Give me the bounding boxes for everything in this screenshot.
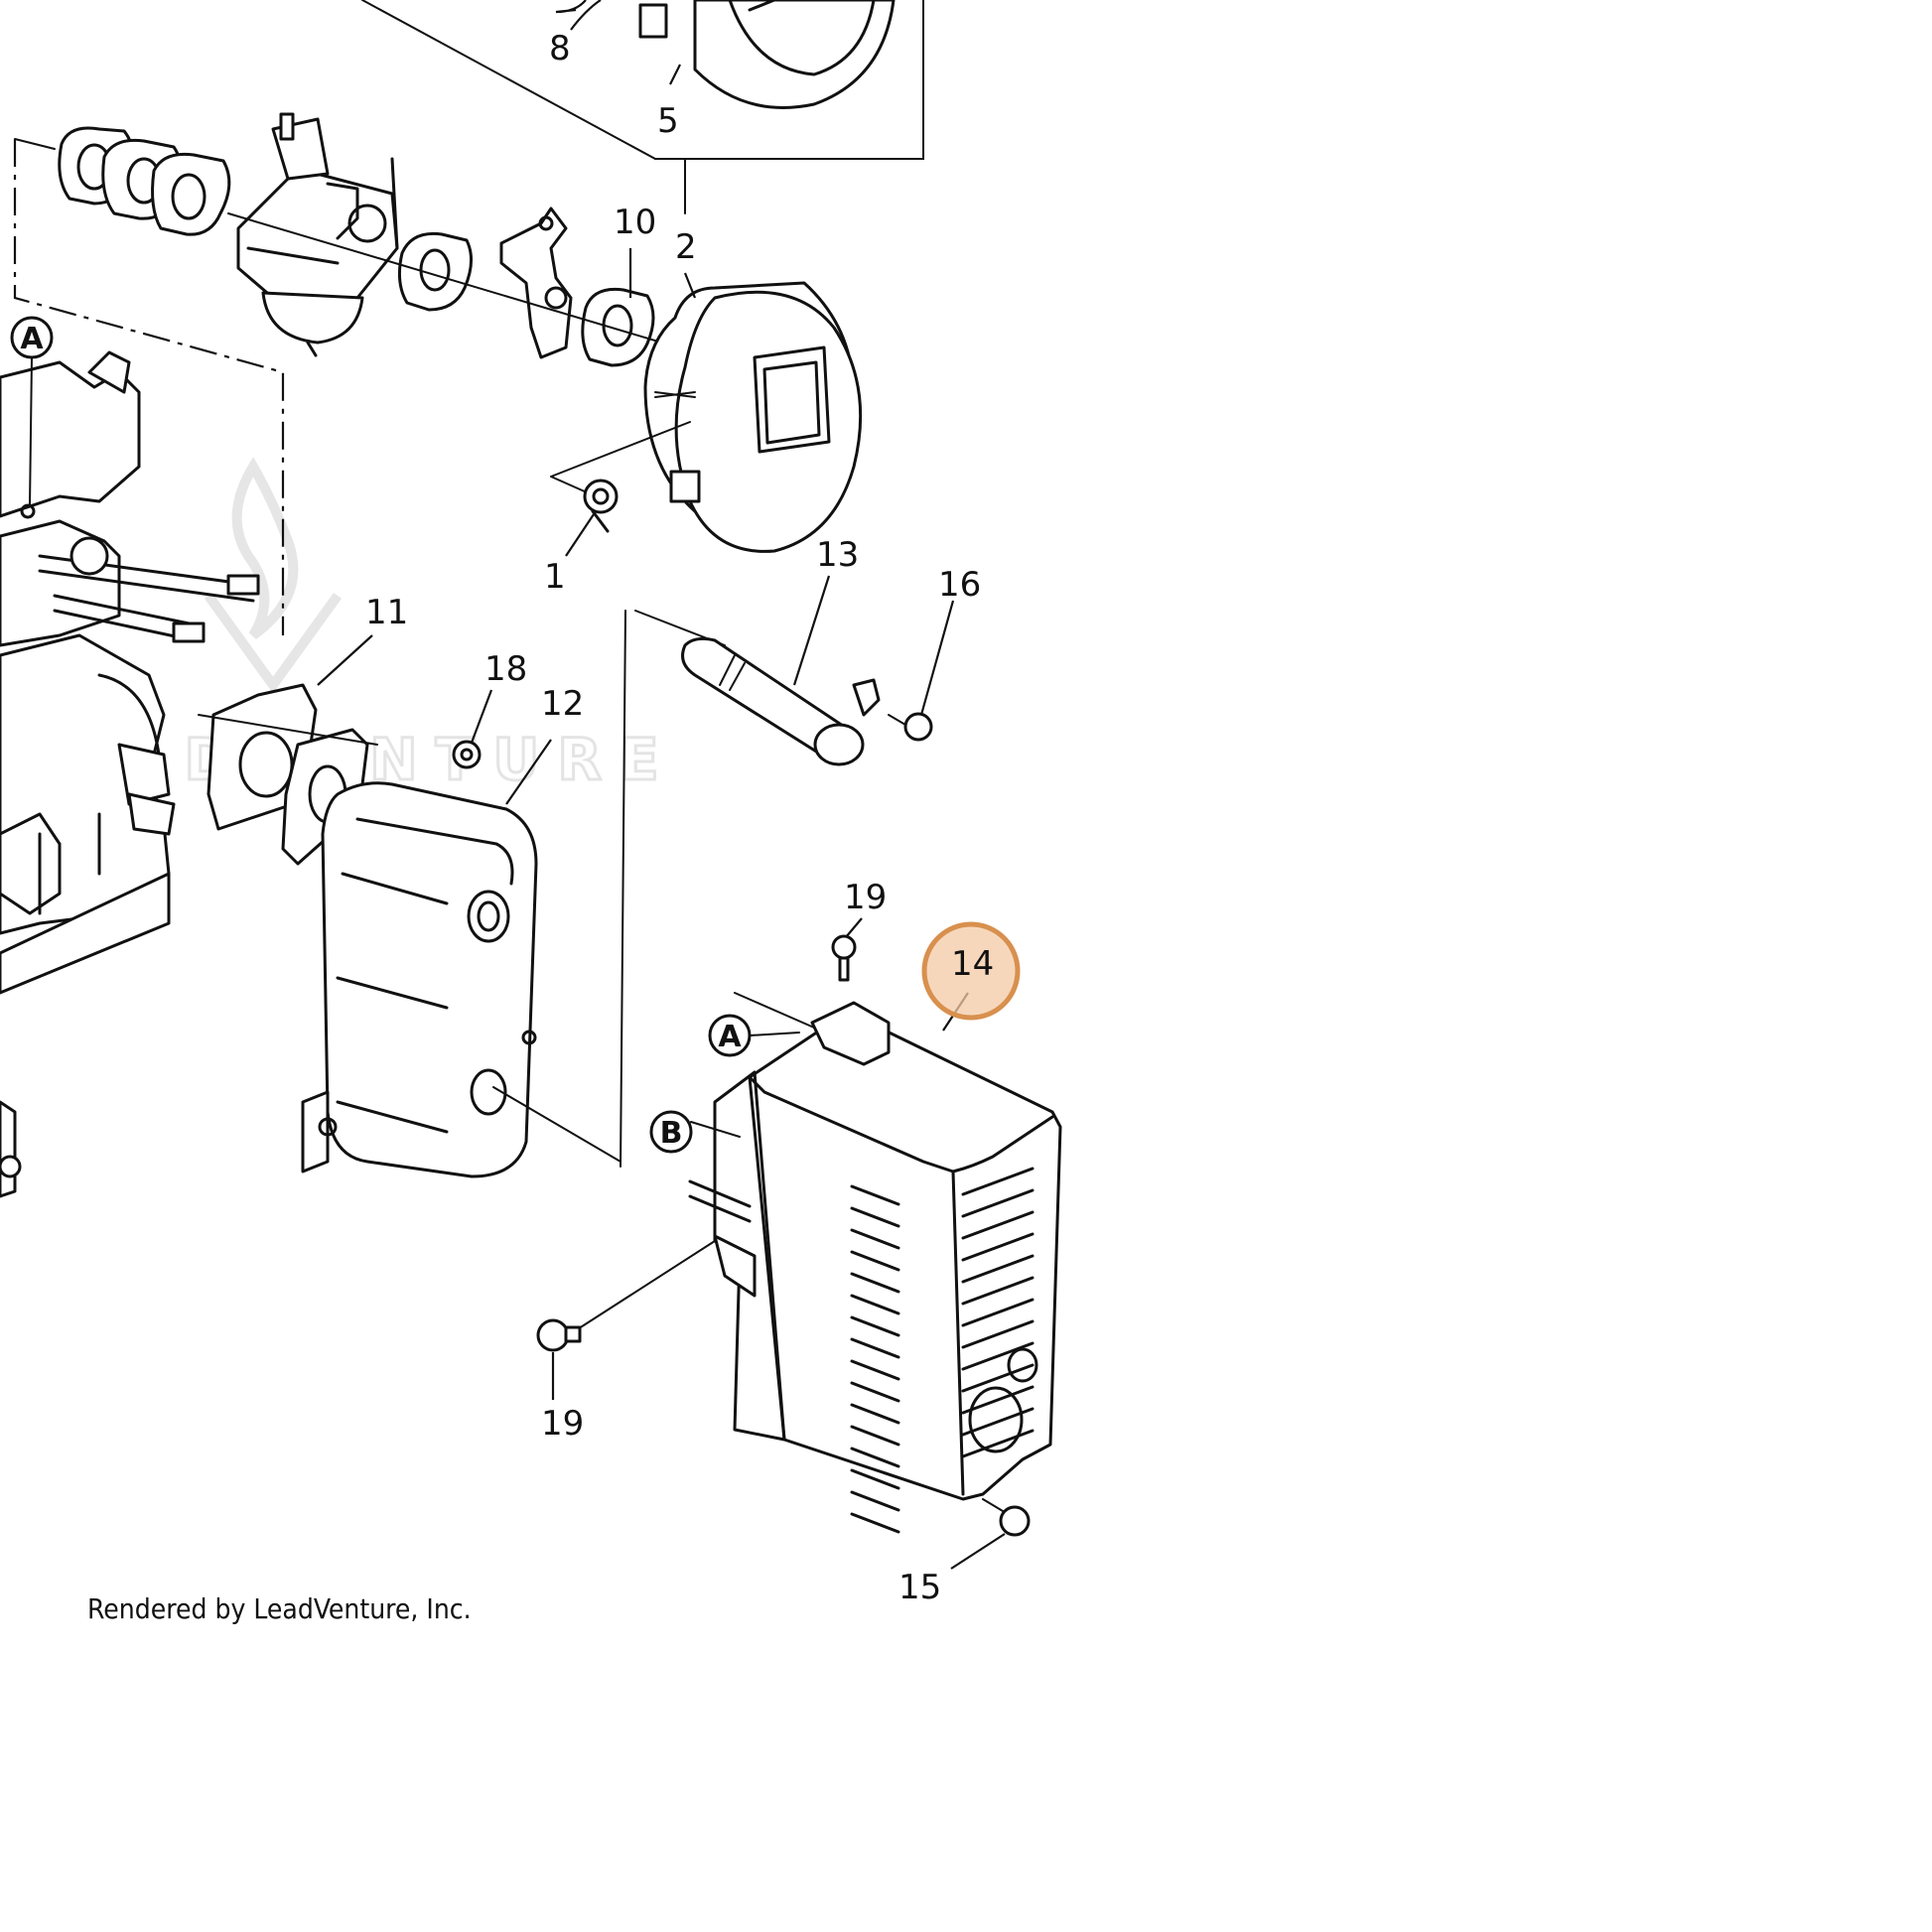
reference-letter-b-muffler: B: [660, 1116, 683, 1151]
label-part-12: 12: [541, 684, 584, 724]
vent-slot-front: [850, 1184, 900, 1206]
label-part-8: 8: [549, 29, 571, 69]
vent-slot-front: [850, 1228, 900, 1250]
bolt-part-15: [982, 1498, 1031, 1537]
vent-slot-side: [961, 1276, 1035, 1306]
muffler-protector-part-14: [688, 1001, 1062, 1501]
bracket-lines-top: [361, 0, 924, 214]
highlight-part-14[interactable]: [921, 921, 1021, 1021]
reference-marker-a-left: A: [10, 316, 54, 507]
vent-slot-front: [850, 1294, 900, 1315]
vent-slot-front: [850, 1250, 900, 1272]
vent-slot-front: [850, 1447, 900, 1468]
vent-slot-side: [961, 1429, 1035, 1458]
vent-slot-front: [850, 1403, 900, 1425]
reference-letter-a-muffler: A: [718, 1020, 742, 1054]
label-part-14: 14: [951, 944, 994, 984]
label-part-19-bottom: 19: [541, 1404, 584, 1444]
reference-marker-a-muffler: A: [708, 992, 815, 1057]
label-part-5: 5: [657, 101, 679, 141]
bolt-part-19-bottom: [536, 1240, 716, 1352]
bolt-part-19-top: [831, 934, 857, 982]
intake-gaskets: [397, 207, 655, 367]
vent-slot-side: [961, 1210, 1035, 1240]
bolt-part-1: [550, 421, 691, 533]
label-part-11: 11: [365, 593, 408, 632]
carburetor-gaskets: [58, 126, 231, 236]
carburetor-group-bracket-top: [14, 138, 56, 150]
engine-block: [0, 350, 260, 1198]
label-part-15: 15: [898, 1568, 941, 1607]
vent-slot-front: [850, 1206, 900, 1228]
vent-slot-front: [850, 1381, 900, 1403]
nut-part-18: [452, 740, 482, 769]
vent-hole-small: [1007, 1347, 1038, 1383]
vent-slot-front: [850, 1468, 900, 1490]
vent-slot-side: [961, 1188, 1035, 1218]
vent-slot-side: [961, 1254, 1035, 1284]
vent-slot-front: [850, 1359, 900, 1381]
vent-slot-side: [961, 1385, 1035, 1415]
air-cleaner-assembly: [643, 281, 863, 553]
carb-axis-line: [227, 212, 696, 353]
vent-slot-side: [961, 1232, 1035, 1262]
vent-slot-front: [850, 1272, 900, 1294]
label-part-18: 18: [484, 649, 527, 689]
label-part-2: 2: [675, 227, 697, 267]
vent-slot-front: [850, 1512, 900, 1534]
label-part-19-top: 19: [844, 878, 887, 917]
vent-slot-side: [961, 1363, 1035, 1393]
muffler-part-12: [301, 781, 621, 1178]
vent-slot-side: [961, 1298, 1035, 1327]
callout-leaders: [317, 0, 1006, 1570]
label-part-16: 16: [938, 565, 981, 605]
reference-marker-b-muffler: B: [649, 1110, 741, 1154]
label-part-13: 13: [816, 535, 859, 575]
bolt-part-16: [888, 712, 933, 742]
vent-slot-front: [850, 1315, 900, 1337]
carburetor-group-bracket: [13, 139, 285, 635]
vent-slot-side: [961, 1167, 1035, 1196]
label-part-1: 1: [544, 557, 566, 597]
rendered-by-credit: Rendered by LeadVenture, Inc.: [87, 1592, 472, 1625]
vent-slot-side: [961, 1319, 1035, 1349]
carburetor: [236, 112, 399, 357]
exhaust-gasket-part-11: [198, 683, 378, 866]
air-cleaner-cover-top: [638, 0, 896, 109]
vent-slot-front: [850, 1337, 900, 1359]
vent-slot-side: [961, 1341, 1035, 1371]
muffler-protector-slots: [850, 1167, 1038, 1534]
vent-slot-front: [850, 1425, 900, 1447]
label-part-10: 10: [614, 203, 656, 242]
reference-letter-a-left: A: [20, 322, 44, 356]
exhaust-group-bracket: [620, 610, 726, 1168]
part-number-labels: 8 5 10 2 1 11 18 12 13 16 19 14 19 15: [365, 29, 994, 1607]
vent-hole-large: [968, 1386, 1024, 1453]
spark-arrestor-part-13: [681, 636, 881, 766]
vent-slot-front: [850, 1490, 900, 1512]
